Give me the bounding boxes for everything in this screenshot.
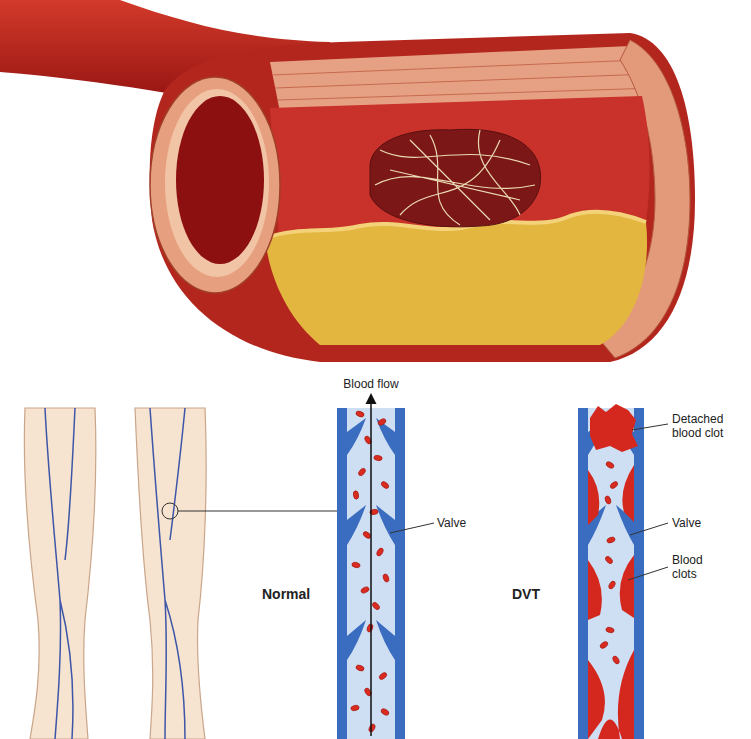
red-blood-cell <box>351 561 360 568</box>
red-blood-cell <box>366 623 374 633</box>
zoom-line <box>178 511 337 512</box>
red-blood-cell <box>353 490 360 499</box>
plaque <box>265 212 647 345</box>
red-blood-cell <box>368 723 376 733</box>
zoom-circle <box>162 503 178 519</box>
wall-stripe <box>272 60 656 100</box>
red-blood-cell <box>604 555 614 565</box>
flow-label: Blood flow <box>343 377 398 391</box>
legs-figure <box>24 408 337 739</box>
red-blood-cell <box>380 480 390 489</box>
blood-clots <box>588 465 634 739</box>
red-blood-cell <box>371 601 381 611</box>
right-leg <box>135 408 206 739</box>
leader-line <box>390 523 434 533</box>
red-blood-cell <box>605 461 615 470</box>
red-blood-cell <box>355 664 365 672</box>
vein-wall-ring <box>150 77 280 293</box>
red-blood-cell <box>350 704 359 711</box>
red-blood-cell <box>378 671 388 680</box>
vein-body <box>150 33 695 362</box>
red-blood-cell <box>377 418 387 427</box>
leg-veins <box>45 408 185 739</box>
red-blood-cell <box>608 580 617 590</box>
red-blood-cell <box>604 495 612 505</box>
leader-line <box>628 567 668 580</box>
normal-vein <box>337 393 434 739</box>
red-blood-cell <box>599 640 609 649</box>
flow-arrow-shaft <box>370 400 372 736</box>
panel-label: Normal <box>262 586 310 603</box>
blood-clot <box>370 129 541 227</box>
vein-cutaway <box>0 0 695 362</box>
red-blood-cell <box>612 655 621 665</box>
vein-opening <box>176 96 264 264</box>
red-blood-cell <box>376 547 385 557</box>
vein-lumen <box>588 408 634 739</box>
vein-inner-layer <box>165 89 269 277</box>
flow-arrow-head <box>366 393 377 404</box>
fibrin-strands <box>375 130 535 225</box>
red-blood-cell <box>355 410 365 418</box>
red-blood-cell <box>606 536 616 544</box>
left-leg <box>24 408 95 739</box>
leader-line <box>630 523 668 535</box>
red-blood-cell <box>609 480 619 489</box>
red-blood-cell <box>373 455 382 462</box>
red-blood-cell <box>380 708 390 717</box>
red-blood-cells <box>350 410 390 733</box>
vein-wall <box>578 408 644 739</box>
panel-label: DVT <box>512 586 540 603</box>
red-blood-cell <box>360 586 370 594</box>
part-label: Valve <box>437 516 466 530</box>
leader-line <box>632 424 668 430</box>
red-blood-cells <box>599 461 620 665</box>
part-label: Blood clots <box>672 553 716 582</box>
part-label: Detached blood clot <box>672 412 746 441</box>
dvt-vein <box>578 404 668 739</box>
part-label: Valve <box>672 516 701 530</box>
red-blood-cell <box>605 626 614 633</box>
detached-clot <box>590 404 638 452</box>
red-blood-cell <box>382 573 390 583</box>
red-blood-cell <box>357 467 366 477</box>
